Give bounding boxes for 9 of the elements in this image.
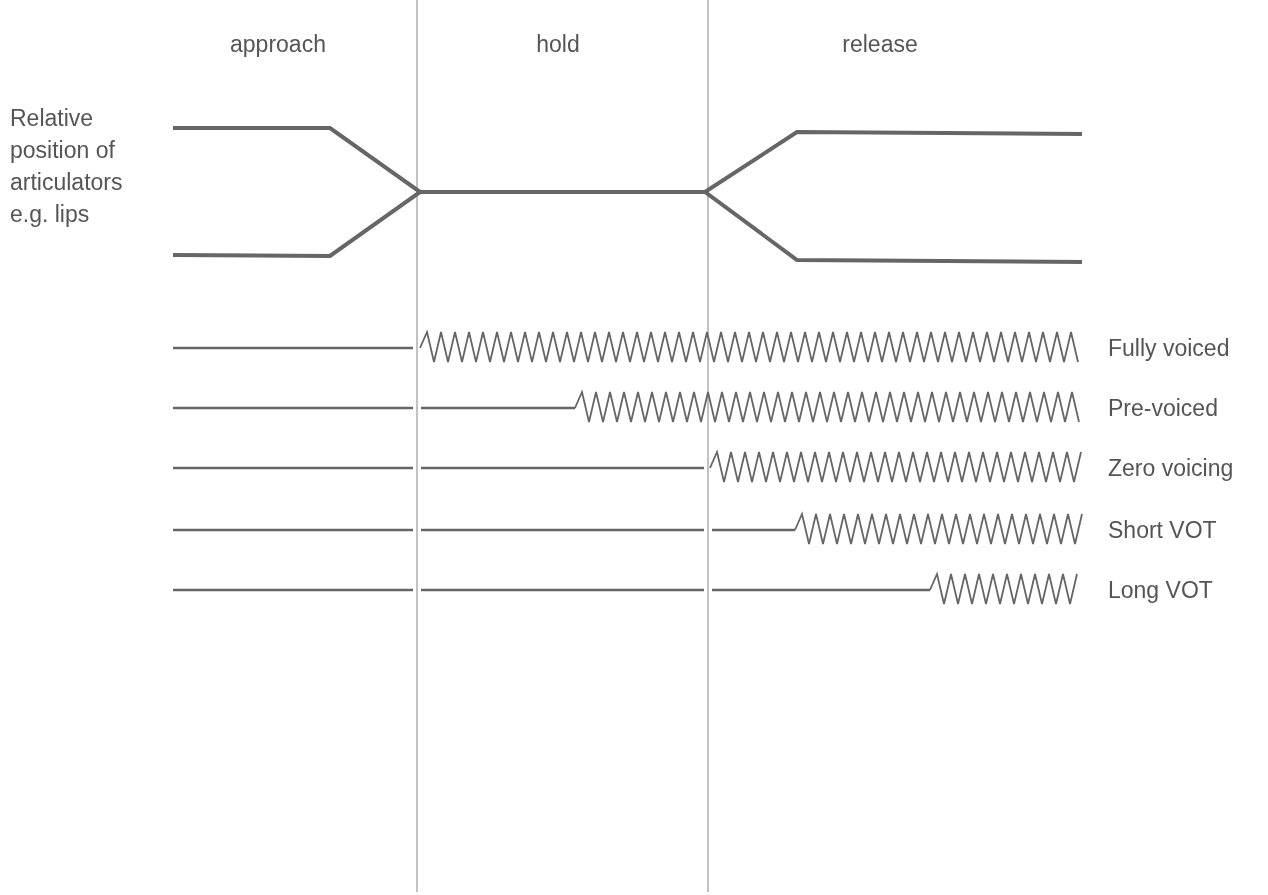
phase-label: release	[842, 30, 918, 59]
row-label: Short VOT	[1108, 516, 1217, 545]
row-label: Fully voiced	[1108, 334, 1230, 363]
phase-label: approach	[230, 30, 326, 59]
row-label: Long VOT	[1108, 576, 1213, 605]
row-label: Zero voicing	[1108, 454, 1234, 483]
row-label: Pre-voiced	[1108, 394, 1218, 423]
phase-label: hold	[536, 30, 580, 59]
axis-label: Relative position of articulators e.g. lips	[10, 104, 124, 229]
